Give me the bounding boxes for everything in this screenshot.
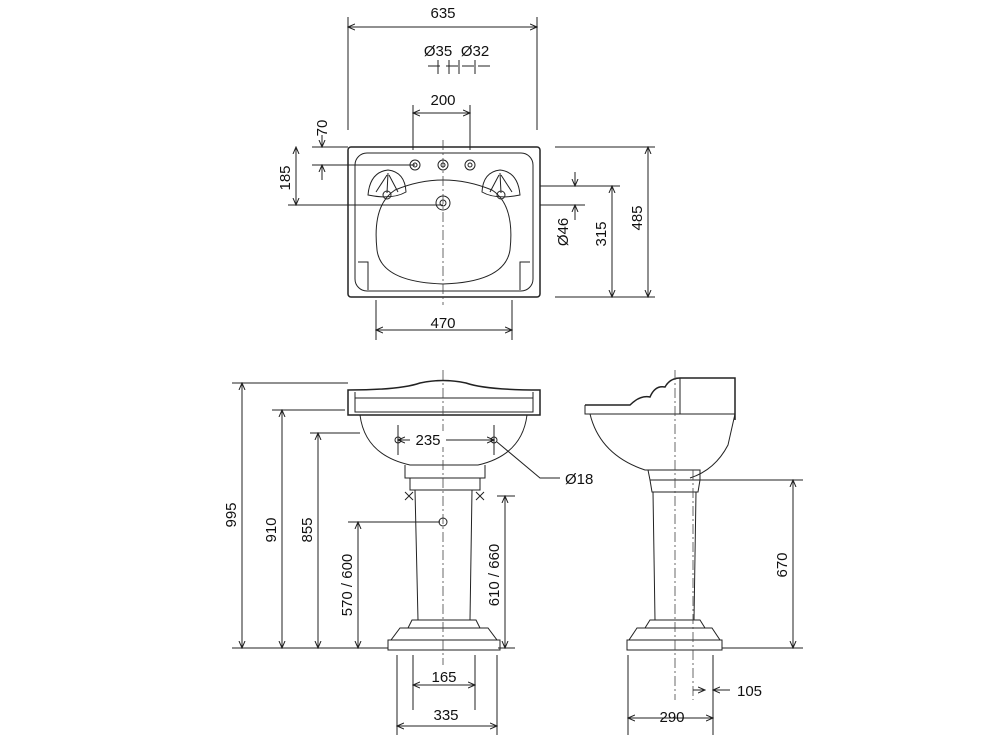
dim-bowl-width: 470 [430, 315, 455, 332]
dim-pedestal-width: 165 [431, 669, 456, 686]
dim-tap-offset: 70 [314, 120, 331, 137]
dim-tap-hole-b: Ø32 [461, 43, 489, 60]
dim-supply-spacing: 235 [415, 432, 440, 449]
dim-supply-height: 570 / 600 [339, 554, 356, 617]
side-view: 670 290 105 [584, 370, 803, 735]
dim-pedestal-height: 670 [774, 552, 791, 577]
dim-total-height: 995 [223, 502, 240, 527]
dim-base-width: 335 [433, 707, 458, 724]
tap-holes [409, 159, 476, 171]
dim-tap-spacing: 200 [430, 92, 455, 109]
dim-overflow: Ø46 [555, 218, 572, 246]
dim-base-depth: 290 [659, 709, 684, 726]
dim-waste-offset: 185 [277, 165, 294, 190]
dim-waste-height: 610 / 660 [486, 544, 503, 607]
dim-bowl-height: 855 [299, 517, 316, 542]
dim-depth: 485 [629, 205, 646, 230]
dim-tap-hole-a: Ø35 [424, 43, 452, 60]
front-view: 995 910 855 570 / 600 610 / 660 235 Ø18 … [223, 370, 593, 735]
shell-decoration-right-icon [481, 169, 521, 200]
dim-pedestal-offset: 105 [737, 683, 762, 700]
shell-decoration-left-icon [367, 169, 407, 200]
top-view: 635 Ø35 Ø32 200 70 185 Ø46 315 485 [277, 5, 655, 340]
dim-bowl-depth: 315 [593, 221, 610, 246]
dim-supply-diameter: Ø18 [565, 471, 593, 488]
dim-rim-height: 910 [263, 517, 280, 542]
dim-width: 635 [430, 5, 455, 22]
